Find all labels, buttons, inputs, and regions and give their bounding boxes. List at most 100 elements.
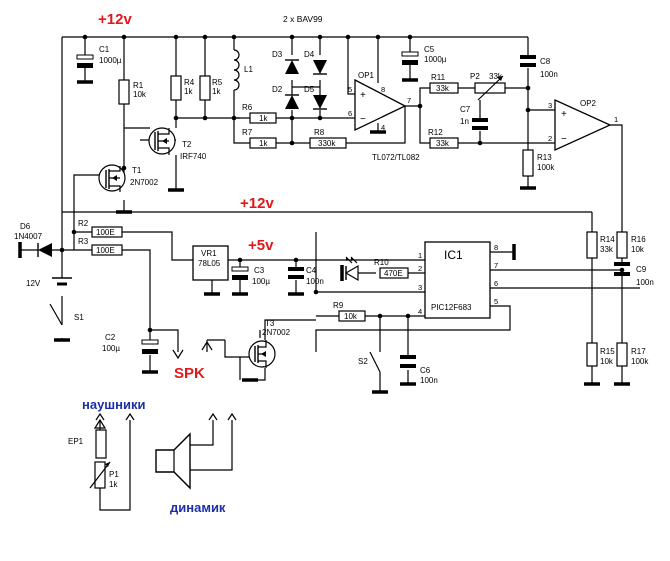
t3-ref: T3 [265,319,275,328]
ic1-pin-8: 8 [494,243,498,252]
loudspeaker-label: динамик [170,500,226,515]
vr1-value: 78L05 [198,259,221,268]
c2-value: 100µ [102,344,120,353]
op1-pin-gnd: 4 [381,123,385,132]
resistor-r11: R11 33k [429,73,459,94]
op1-pin-minus: 6 [348,109,352,118]
r6-ref: R6 [242,103,253,112]
r5-ref: R5 [212,78,223,87]
t2-value: IRF740 [180,152,207,161]
junctions [59,34,625,333]
resistor-r3: R3 100E [78,237,123,256]
opamp-op1: + − OP1 5 6 7 8 4 [348,71,411,132]
diode-d5: D5 [304,85,327,110]
mosfet-t1: T1 2N7002 [98,164,159,192]
r3-ref: R3 [78,237,89,246]
r6-value: 1k [259,114,268,123]
r10-ref: R10 [374,258,389,267]
r16-ref: R16 [631,235,646,244]
svg-text:−: − [561,134,567,145]
resistor-r2: R2 100E [78,219,123,238]
c6-value: 100n [420,376,438,385]
r12-value: 33k [436,139,450,148]
r11-value: 33k [436,84,450,93]
resistor-r7: R7 1k [242,128,277,149]
resistor-r15: R15 10k [586,342,615,367]
p2-value: 33k [489,72,503,81]
svg-text:−: − [360,114,366,125]
ic1-pin-1: 1 [418,251,422,260]
r3-value: 100E [96,246,115,255]
s2-ref: S2 [358,357,368,366]
resistor-r16: R16 10k [616,231,646,259]
r15-value: 10k [600,357,614,366]
speaker-terminals: SPK [172,340,213,382]
resistor-r8: R8 330k [309,128,347,149]
d6-ref: D6 [20,222,31,231]
r4-ref: R4 [184,78,195,87]
c4-ref: C4 [306,266,317,275]
capacitor-c5: C5 1000µ [401,45,447,65]
led [340,256,359,282]
mosfet-t3: T3 2N7002 [224,319,291,380]
op1-pin-plus: 5 [348,85,352,94]
r7-value: 1k [259,139,268,148]
svg-text:+: + [360,90,366,101]
resistor-r5: R5 1k [199,75,223,101]
r13-ref: R13 [537,153,552,162]
resistor-r6: R6 1k [242,103,277,124]
diode-d2: D2 [272,85,299,109]
capacitor-c9: C9 100n [614,262,654,287]
c1-ref: C1 [99,45,110,54]
diode-d4: D4 [304,50,327,75]
capacitor-c8: C8 100n [520,55,558,79]
earphone-ep1: EP1 [68,412,135,459]
spk-label: SPK [174,365,205,382]
r14-ref: R14 [600,235,615,244]
vr1-ref: VR1 [201,249,217,258]
c5-value: 1000µ [424,55,447,64]
loudspeaker [155,412,237,490]
p1-value: 1k [109,480,118,489]
switch-s2: S2 [358,351,381,373]
rail-label-12v-top: +12v [98,11,132,28]
ic1-pin-4: 4 [418,307,422,316]
switch-s1: S1 [49,303,84,340]
r1-ref: R1 [133,81,144,90]
capacitor-c2: C2 100µ [102,333,159,354]
r17-ref: R17 [631,347,646,356]
resistor-r13: R13 100k [522,149,555,177]
ic1-pin-6: 6 [494,279,498,288]
resistor-r4: R4 1k [170,75,195,101]
ic1-value: PIC12F683 [431,303,472,312]
c9-ref: C9 [636,265,647,274]
ic1-pin-3: 3 [418,283,422,292]
d4-ref: D4 [304,50,315,59]
r2-value: 100E [96,228,115,237]
headphones-label: наушники [82,397,146,412]
battery-12v: 12V [26,277,72,288]
c7-value: 1n [460,117,469,126]
op1-pin-vcc: 8 [381,85,385,94]
op2-ref: OP2 [580,99,597,108]
capacitor-c6: C6 100n [400,355,438,385]
op2-pin-out: 1 [614,115,618,124]
t2-ref: T2 [182,140,192,149]
rail-label-12v-mid: +12v [240,195,274,212]
t1-ref: T1 [132,166,142,175]
r5-value: 1k [212,87,221,96]
resistor-r10: R10 470E [374,258,409,279]
d3-ref: D3 [272,50,283,59]
t1-value: 2N7002 [130,178,159,187]
potentiometer-p1: P1 1k [89,461,119,489]
ep1-ref: EP1 [68,437,84,446]
r13-value: 100k [537,163,555,172]
r8-ref: R8 [314,128,325,137]
r15-ref: R15 [600,347,615,356]
p1-ref: P1 [109,470,119,479]
d2-ref: D2 [272,85,283,94]
c8-value: 100n [540,70,558,79]
r9-ref: R9 [333,301,344,310]
resistor-r17: R17 100k [616,342,649,367]
c1-value: 1000µ [99,56,122,65]
